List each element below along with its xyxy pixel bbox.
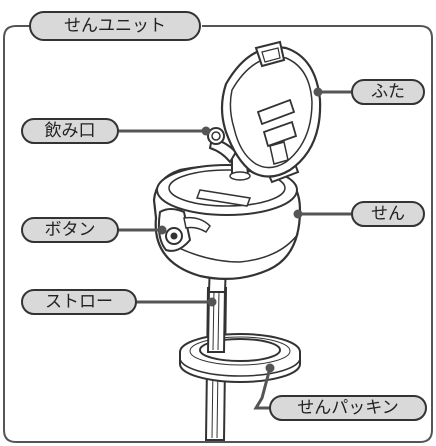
leader-lid-dot [313,87,323,97]
leader-gasket-dot [265,363,275,373]
label-lid: ふた [351,79,425,105]
label-button: ボタン [21,217,119,243]
button-illustration [157,208,211,252]
label-plug-text: せん [371,204,405,224]
label-button-text: ボタン [45,220,96,240]
leader-plug-dot [293,209,303,219]
label-gasket: せんパッキン [269,395,427,421]
label-gasket-text: せんパッキン [297,398,399,418]
leader-lines [116,87,354,410]
leader-button-dot [157,225,167,235]
label-straw: ストロー [21,289,137,315]
leader-straw-dot [207,297,217,307]
leader-spout-dot [201,126,211,136]
label-straw-text: ストロー [45,292,113,312]
label-plug: せん [351,201,425,227]
diagram-title: せんユニット [64,16,166,36]
label-lid-text: ふた [371,82,405,102]
leader-gasket [253,366,272,410]
label-spout: 飲み口 [21,118,119,144]
lid-illustration [220,40,322,178]
title-pill: せんユニット [29,11,201,41]
label-spout-text: 飲み口 [45,121,96,141]
diagram-frame [3,25,433,443]
gasket-illustration [179,333,301,383]
